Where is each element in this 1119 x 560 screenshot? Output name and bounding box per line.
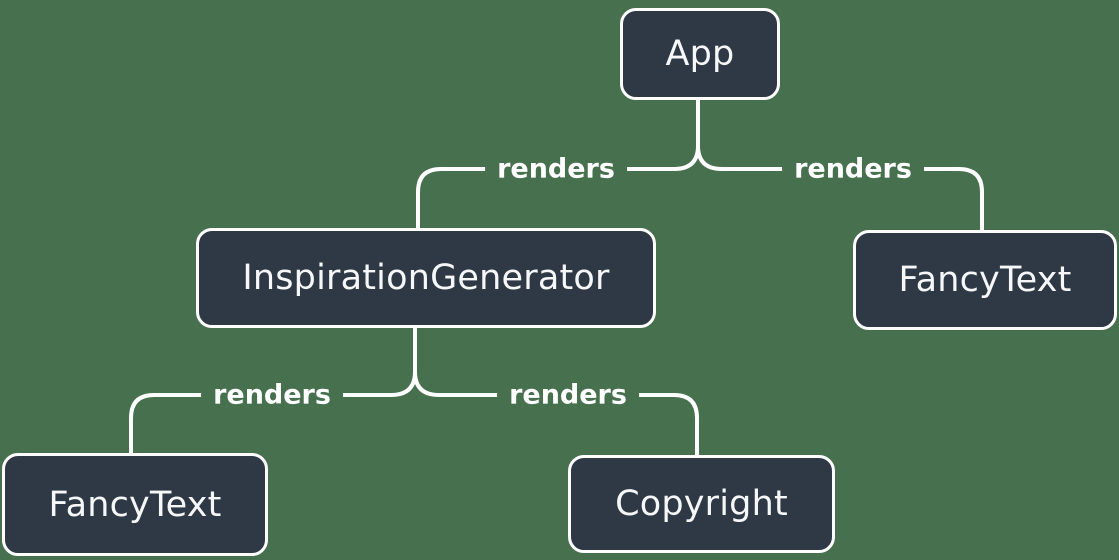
node-label: InspirationGenerator <box>242 258 610 298</box>
node-app: App <box>620 8 780 100</box>
renders-label: renders <box>497 378 639 412</box>
renders-label: renders <box>485 152 627 186</box>
renders-label: renders <box>201 378 343 412</box>
node-fancy-text-right: FancyText <box>853 230 1117 330</box>
node-label: FancyText <box>898 260 1072 300</box>
node-copyright: Copyright <box>568 455 835 553</box>
node-fancy-text-left: FancyText <box>2 453 268 556</box>
node-label: Copyright <box>615 484 788 524</box>
node-label: FancyText <box>48 484 222 525</box>
node-inspiration-generator: InspirationGenerator <box>196 228 656 328</box>
node-label: App <box>665 34 735 74</box>
renders-label: renders <box>782 152 924 186</box>
